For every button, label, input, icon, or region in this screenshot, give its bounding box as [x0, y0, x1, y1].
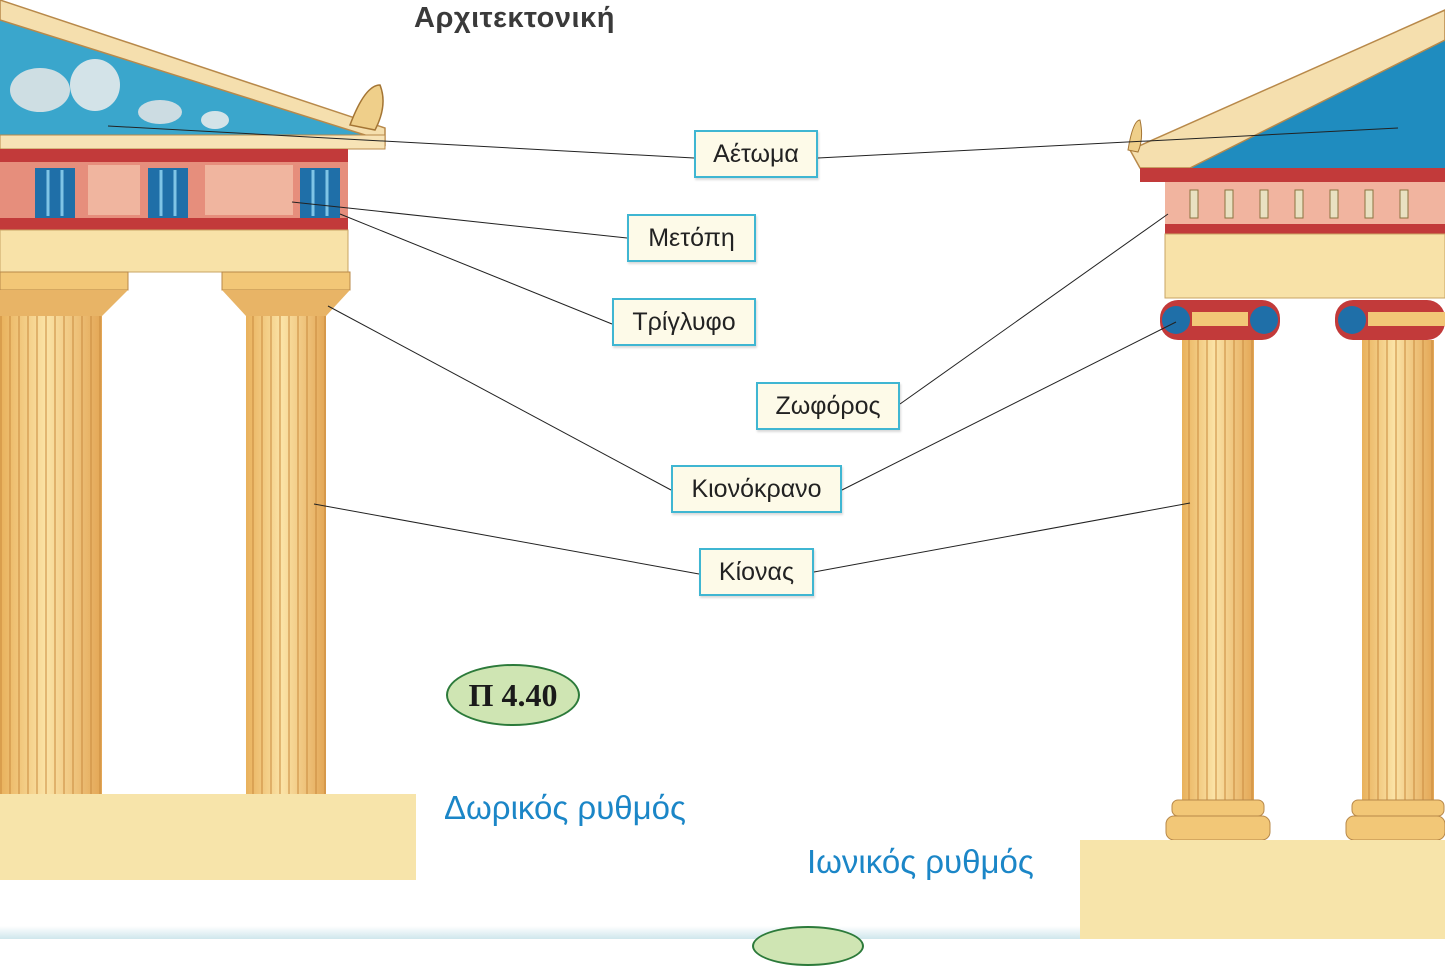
temple-illustration [0, 0, 1445, 939]
triglyph-shape [35, 168, 75, 218]
doric-capital [221, 271, 351, 291]
doric-stylobate [0, 794, 416, 880]
acroterion [348, 84, 384, 131]
doric-capital [0, 271, 129, 291]
ionic-stylobate [1080, 840, 1445, 939]
ionic-temple [1080, 9, 1445, 939]
ionic-capital [1160, 300, 1280, 340]
leader-line-capital-left [327, 305, 672, 491]
leader-line-pediment-left [107, 125, 695, 159]
doric-temple [0, 0, 416, 880]
label-metope: Μετόπη [627, 214, 756, 262]
leader-line-pediment-right [817, 127, 1399, 159]
next-badge-edge [752, 926, 864, 966]
caption-doric-order: Δωρικός ρυθμός [444, 789, 686, 826]
leader-lines [107, 125, 1399, 575]
pediment-sculptures [10, 59, 229, 129]
bottom-band [0, 926, 1080, 939]
label-column: Κίονας [699, 548, 814, 596]
triglyph-shape [300, 168, 340, 218]
triglyph-shape [148, 168, 188, 218]
page-title: Αρχιτεκτονική [414, 2, 615, 34]
figure-reference-badge: Π 4.40 [446, 664, 580, 726]
leader-line-capital-right [841, 321, 1177, 491]
label-pediment: Αέτωμα [694, 130, 818, 178]
leader-line-metope [291, 201, 628, 239]
leader-line-column-left [313, 503, 700, 575]
label-capital: Κιονόκρανο [671, 465, 842, 513]
leader-line-column-right [813, 502, 1191, 573]
label-triglyph: Τρίγλυφο [612, 298, 756, 346]
label-frieze: Ζωφόρος [756, 382, 900, 430]
ionic-capital [1335, 300, 1445, 340]
leader-line-frieze [899, 213, 1169, 405]
metope-shape [205, 165, 293, 215]
caption-ionic-order: Ιωνικός ρυθμός [807, 843, 1034, 880]
leader-line-triglyph [339, 213, 613, 325]
ionic-frieze [1165, 182, 1445, 224]
